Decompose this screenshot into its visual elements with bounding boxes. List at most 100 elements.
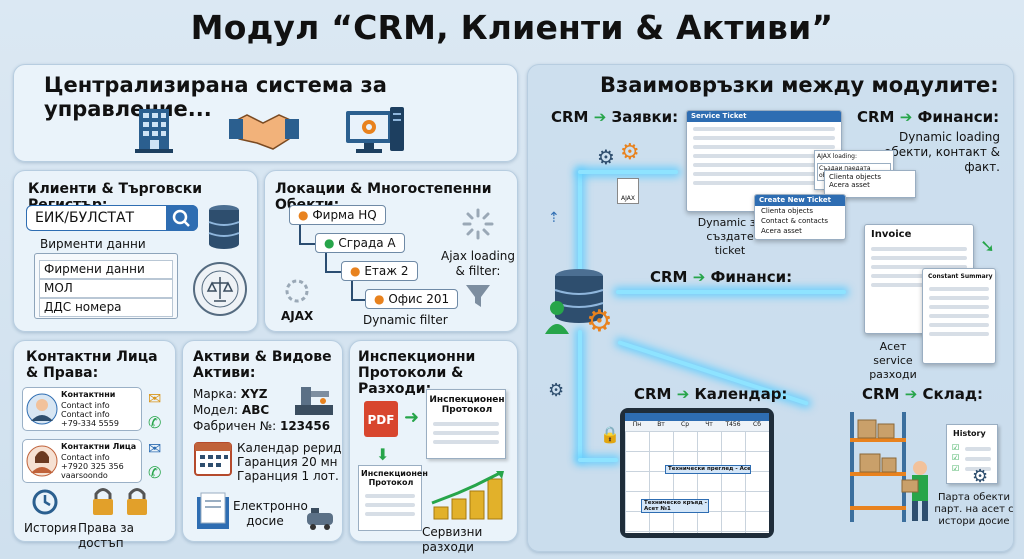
link-2-target: Финанси: bbox=[917, 108, 1000, 126]
email-icon[interactable]: ✉ bbox=[148, 389, 162, 408]
inspection-protocol-doc-2[interactable]: Инспекционен Протокол bbox=[358, 465, 428, 531]
link-crm-finance-top: CRM ➔ Финанси: bbox=[857, 108, 1000, 126]
contact-2-phone: vaarsoondo bbox=[61, 471, 108, 480]
new-ticket-window[interactable]: Create New Ticket Clienta objects Contac… bbox=[754, 194, 846, 240]
locations-panel: Локации & Многостепенни Обекти: ● Фирма … bbox=[264, 170, 518, 332]
link-4-target: Календар: bbox=[694, 385, 788, 403]
link-5-target: Склад: bbox=[922, 385, 983, 403]
finance-popup[interactable]: Clienta objects Acera asset bbox=[824, 170, 916, 198]
compressor-icon bbox=[307, 508, 333, 530]
pdf-file-icon[interactable]: PDF bbox=[364, 401, 398, 437]
avatar-woman-icon bbox=[26, 445, 58, 477]
location-node-office[interactable]: ● Офис 201 bbox=[365, 289, 459, 309]
asset-model-label: Модел: bbox=[193, 403, 239, 417]
new-ticket-item-3[interactable]: Acera asset bbox=[761, 227, 802, 235]
central-system-panel: Централизирана система за управление... bbox=[13, 64, 518, 162]
pdf-label: PDF bbox=[367, 413, 395, 427]
search-button[interactable] bbox=[166, 205, 198, 231]
phone-icon[interactable]: ✆ bbox=[148, 413, 162, 432]
machine-icon bbox=[295, 387, 333, 415]
service-ticket-title: Service Ticket bbox=[687, 111, 841, 122]
inspection-protocol-doc[interactable]: Инспекционен Протокол bbox=[426, 389, 506, 459]
search-icon bbox=[172, 209, 190, 227]
calendar-tablet[interactable]: Пн Вт Ср Чт Т456 Сб Технически преглед -… bbox=[620, 408, 774, 538]
registry-seal-icon bbox=[193, 262, 247, 316]
calendar-icon bbox=[194, 442, 232, 476]
calendar-event-2[interactable]: Техническо кръяд - Асет №1 bbox=[641, 499, 709, 513]
company-data-dropdown[interactable]: Фирмени данни МОЛ ДДС номера bbox=[34, 253, 178, 319]
upload-icon: ⇡ bbox=[548, 210, 560, 226]
weekday-1: Пн bbox=[632, 421, 642, 428]
dropdown-item-vat[interactable]: ДДС номера bbox=[39, 298, 173, 317]
contact-1-info2: Contact info bbox=[61, 410, 110, 419]
dropdown-item-mol[interactable]: МОЛ bbox=[39, 279, 173, 298]
weekday-6: Сб bbox=[753, 421, 761, 428]
history-checklist-icon: ☑☑☑ bbox=[952, 443, 960, 473]
asset-brand-value: XYZ bbox=[240, 387, 268, 401]
calendar-line-2: Гаранция 20 мн bbox=[237, 455, 338, 469]
handshake-icon bbox=[229, 114, 299, 150]
asset-serial-row: Фабричен №: 123456 bbox=[193, 419, 330, 434]
history-doc[interactable]: History ☑☑☑ bbox=[946, 424, 998, 484]
contact-1-phone: +79-334 5559 bbox=[61, 419, 119, 428]
new-ticket-item-1[interactable]: Clienta objects bbox=[761, 207, 813, 215]
link-3-target: Финанси: bbox=[710, 268, 793, 286]
ajax-file-label: AJAX bbox=[621, 195, 635, 202]
loading-spinner-icon bbox=[462, 208, 494, 240]
contact-card-2[interactable]: Контактни Лица Contact info +7920 325 35… bbox=[22, 439, 142, 483]
service-ticket-caption: Dynamic за създате ticket bbox=[697, 216, 763, 257]
contacts-title: Контактни Лица & Права: bbox=[26, 349, 158, 381]
inspections-title: Инспекционни Протоколи & Разходи: bbox=[358, 349, 476, 397]
asset-brand-row: Марка: XYZ bbox=[193, 387, 267, 402]
finance-popup-item-2[interactable]: Acera asset bbox=[829, 181, 870, 189]
company-data-dropdown-label: Вирменти данни bbox=[40, 237, 146, 251]
service-costs-label: Сервизни разходи bbox=[422, 525, 483, 554]
finance-popup-item-1[interactable]: Clienta objects bbox=[829, 173, 881, 181]
asset-brand-label: Марка: bbox=[193, 387, 237, 401]
inspection-protocol-doc-2-title: Инспекционен Протокол bbox=[361, 469, 428, 487]
location-node-hq[interactable]: ● Фирма HQ bbox=[289, 205, 386, 225]
link-2-source: CRM bbox=[857, 108, 895, 126]
link-1-target: Заявки: bbox=[611, 108, 679, 126]
location-node-floor[interactable]: ● Етаж 2 bbox=[341, 261, 418, 281]
phone-icon-2[interactable]: ✆ bbox=[148, 463, 162, 482]
contacts-panel: Контактни Лица & Права: Контактнни Conta… bbox=[13, 340, 176, 550]
calendar-event-1[interactable]: Технически преглед - Асет №1 bbox=[665, 465, 751, 474]
contact-1-name: Контактнни bbox=[61, 390, 116, 399]
link-1-source: CRM bbox=[551, 108, 589, 126]
calendar-line-3: Гаранция 1 лот. bbox=[237, 469, 339, 483]
cost-summary-doc[interactable]: Constant Summary bbox=[922, 268, 996, 364]
history-icon[interactable] bbox=[30, 487, 60, 517]
arrow-down-right-icon: ➘ bbox=[980, 236, 996, 257]
link-crm-warehouse: CRM ➔ Склад: bbox=[862, 385, 983, 403]
contact-2-info1: Contact info bbox=[61, 453, 110, 462]
dynamic-filter-label: Dynamic filter bbox=[363, 313, 448, 327]
crm-hub-icon bbox=[545, 269, 604, 334]
location-node-building[interactable]: ● Сграда А bbox=[315, 233, 405, 253]
link-crm-finance: CRM ➔ Финанси: bbox=[650, 268, 793, 286]
gear-icon-orange: ⚙ bbox=[620, 140, 640, 165]
arrow-right-icon: ➜ bbox=[404, 407, 420, 428]
lock-icon bbox=[93, 488, 113, 515]
location-node-hq-label: Фирма HQ bbox=[312, 208, 377, 222]
dropdown-item-company[interactable]: Фирмени данни bbox=[39, 260, 173, 279]
ajax-tag: AJAX bbox=[281, 309, 314, 323]
link-2-desc: Dynamic loading обекти, контакт & факт. bbox=[884, 130, 1000, 174]
assets-panel: Активи & Видове Активи: Марка: XYZ Модел… bbox=[182, 340, 343, 542]
new-ticket-item-2[interactable]: Contact & contacts bbox=[761, 217, 828, 225]
invoice-caption: Асет service разходи bbox=[869, 340, 917, 381]
contact-card-1[interactable]: Контактнни Contact info Contact info +79… bbox=[22, 387, 142, 431]
chat-icon[interactable]: ✉ bbox=[148, 439, 162, 458]
ajax-file-icon: AJAX bbox=[617, 178, 639, 204]
module-links-title: Взаимовръзки между модулите: bbox=[600, 73, 999, 97]
crm-gear-icon: ⚙ bbox=[586, 304, 613, 339]
weekday-2: Вт bbox=[657, 421, 665, 428]
arrow-down-icon: ⬇ bbox=[376, 445, 390, 464]
dossier-folder-icon bbox=[197, 492, 229, 529]
assets-title: Активи & Видове Активи: bbox=[193, 349, 332, 381]
history-gear-icon: ⚙ bbox=[972, 466, 989, 487]
link-3-source: CRM bbox=[650, 268, 688, 286]
avatar-man-icon bbox=[26, 393, 58, 425]
eik-search-input[interactable]: ЕИК/БУЛСТАТ bbox=[35, 210, 135, 226]
eik-search-box[interactable]: ЕИК/БУЛСТАТ bbox=[26, 205, 198, 231]
